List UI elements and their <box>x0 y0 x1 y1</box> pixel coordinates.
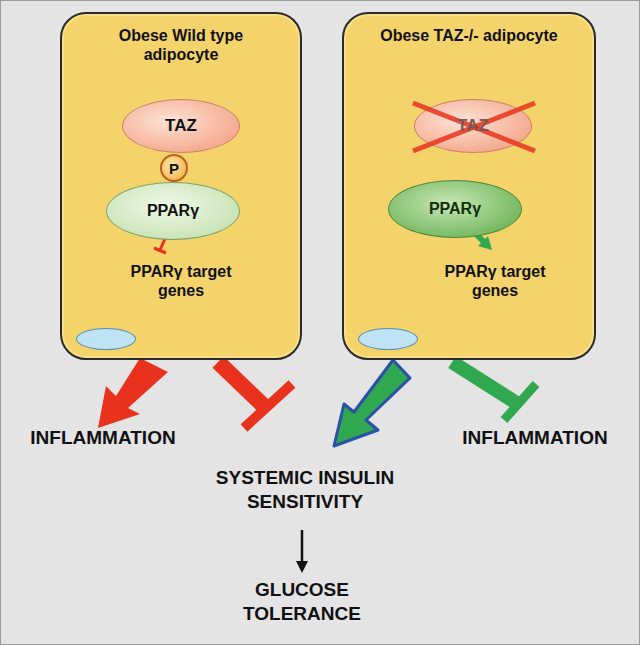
green-arrow <box>334 360 410 446</box>
cell-heading: Obese TAZ-/- adipocyte <box>369 26 569 45</box>
adipocyte-cell: Obese TAZ-/- adipocytePPARγ target genes… <box>342 12 596 360</box>
cell-heading: Obese Wild type adipocyte <box>81 26 281 64</box>
red-arrow <box>98 358 168 428</box>
taz-ellipse: TAZ <box>122 99 240 153</box>
lipid-droplet <box>358 328 418 350</box>
protein-label: PPARγ <box>147 202 199 220</box>
outcome-label: GLUCOSE TOLERANCE <box>200 578 404 626</box>
protein-label: P <box>169 160 179 177</box>
lipid-droplet <box>76 328 136 350</box>
outcome-label: INFLAMMATION <box>440 426 630 450</box>
protein-label: PPARγ <box>429 200 481 218</box>
protein-label: TAZ <box>165 116 197 136</box>
ppar-ellipse: PPARγ <box>106 182 240 240</box>
target-genes-text: PPARγ target genes <box>420 262 570 300</box>
protein-label: TAZ <box>457 116 489 136</box>
outcome-label: INFLAMMATION <box>8 426 198 450</box>
green-inhibition <box>452 362 536 420</box>
outcome-label: SYSTEMIC INSULIN SENSITIVITY <box>195 466 415 514</box>
ppar-ellipse: PPARγ <box>388 180 522 238</box>
adipocyte-cell: Obese Wild type adipocytePPARγ target ge… <box>60 12 302 360</box>
taz-ellipse: TAZ <box>414 99 532 153</box>
target-genes-text: PPARγ target genes <box>106 262 256 300</box>
down-arrow <box>301 530 304 568</box>
phospho-circle: P <box>160 154 188 182</box>
red-inhibition <box>218 362 292 428</box>
